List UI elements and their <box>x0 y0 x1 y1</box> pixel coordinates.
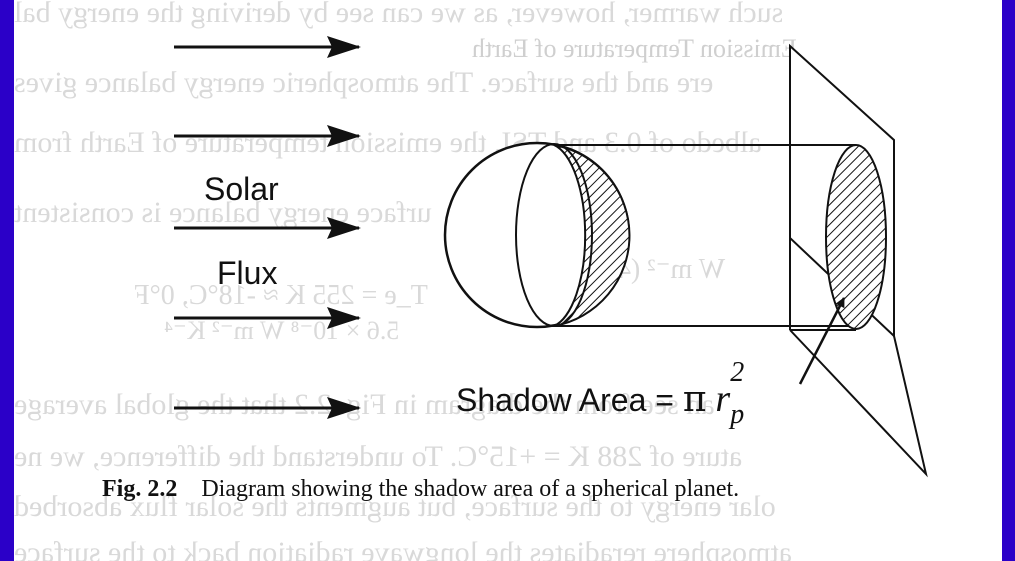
exponent: 2 <box>730 357 745 388</box>
shadow-disk <box>825 144 887 330</box>
pi-symbol: π <box>682 379 707 420</box>
shadow-cylinder <box>552 144 856 327</box>
shadow-area-formula: Shadow Area = π rp 2 <box>456 357 758 430</box>
scanned-page: such warmer, however, as we can see by d… <box>14 0 1002 561</box>
shadow-area-diagram <box>174 36 928 478</box>
terminator-ellipse <box>515 143 593 327</box>
flux-label: Flux <box>217 255 278 291</box>
figure-caption: Fig. 2.2 Diagram showing the shadow area … <box>102 476 739 503</box>
solar-flux-arrows <box>174 36 361 419</box>
solar-label: Solar <box>204 171 279 207</box>
radius-subscript: p <box>730 399 745 430</box>
figure-label: Fig. 2.2 <box>102 476 178 502</box>
shadow-area-text: Shadow Area = <box>456 382 674 418</box>
shadow-pointer-arrow <box>798 297 846 385</box>
radius-symbol: r <box>715 378 731 420</box>
caption-text: Diagram showing the shadow area of a sph… <box>201 476 740 502</box>
